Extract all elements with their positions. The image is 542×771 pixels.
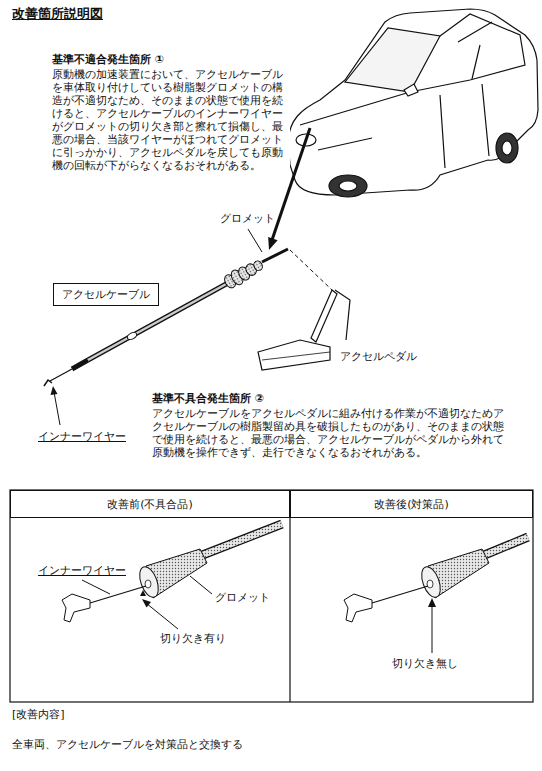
cable-drawing	[44, 229, 288, 425]
callout-label: 切り欠き無し	[392, 657, 458, 671]
car-drawing	[288, 9, 538, 197]
part-label: インナーワイヤー	[38, 430, 126, 444]
pedal-drawing	[258, 250, 350, 370]
table-header-cell: 改善前(不具合品)	[10, 490, 290, 518]
note-text: 全車両、アクセルケーブルを対策品と交換する	[12, 738, 243, 752]
part-label: グロメット	[220, 212, 275, 226]
description-text: アクセルケーブルをアクセルペダルに組み付ける作業が不適切なためアクセルケーブルの…	[152, 407, 508, 459]
part-name-box: アクセルケーブル	[53, 283, 159, 306]
section-heading: 基準不適合発生箇所 ①	[52, 53, 164, 67]
table-header-cell: 改善後(対策品)	[290, 490, 533, 518]
grommet-after	[344, 537, 528, 653]
box-text: 改善前(不具合品)	[107, 497, 193, 512]
part-label: グロメット	[215, 591, 270, 605]
section-heading: 基準不具合発生箇所 ②	[152, 392, 264, 406]
part-label: インナーワイヤー	[38, 564, 126, 578]
box-text: アクセルケーブル	[62, 287, 150, 302]
page-title: 改善箇所説明図	[12, 6, 103, 22]
description-text: 原動機の加速装置において、アクセルケーブルを車体取り付けしている樹脂製グロメット…	[52, 68, 290, 172]
callout-label: 切り欠き有り	[160, 632, 226, 646]
box-text: 改善後(対策品)	[374, 497, 449, 512]
note-heading: [改善内容]	[12, 708, 65, 722]
part-label: アクセルペダル	[340, 350, 417, 364]
comparison-table	[10, 490, 533, 702]
